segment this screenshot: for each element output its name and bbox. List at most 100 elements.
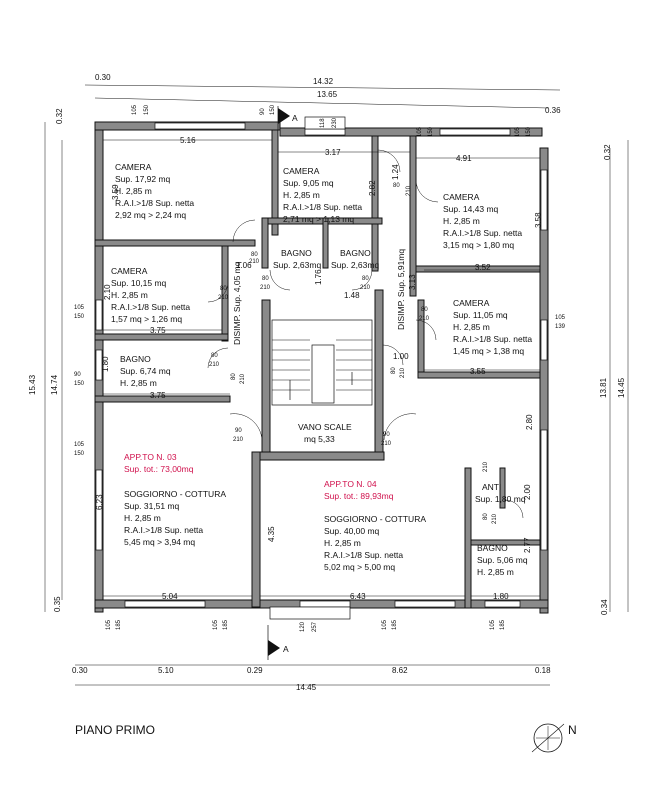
dim-left-outer: 15.43 xyxy=(28,374,37,395)
dim-504: 5.04 xyxy=(162,592,178,601)
room-name: SOGGIORNO - COTTURA xyxy=(324,514,426,524)
dim-left-bottom: 0.35 xyxy=(53,596,62,612)
dim-bot-l: 0.30 xyxy=(72,666,88,675)
room-rai-values: 5,45 mq > 3,94 mq xyxy=(124,537,195,547)
dim-bot-r: 0.18 xyxy=(535,666,551,675)
room-height: H. 2,85 m xyxy=(124,513,161,523)
wall-int-8 xyxy=(415,265,541,273)
room-height: H. 2,85 m xyxy=(115,186,152,196)
room-height: H. 2,85 m xyxy=(443,216,480,226)
room-rai-values: 5,02 mq > 5,00 mq xyxy=(324,562,395,572)
door-label: 210 xyxy=(249,259,260,265)
room-area: mq 5,33 xyxy=(304,434,335,444)
opening-label: 120 xyxy=(300,621,306,632)
dim-180: 1.80 xyxy=(101,356,110,372)
room-name: CAMERA xyxy=(115,162,152,172)
dimension-labels: 14.32 13.65 0.30 0.36 0.32 0.32 5.16 3.1… xyxy=(28,73,626,692)
outer-wall-east xyxy=(539,147,549,614)
section-markers: A A xyxy=(267,106,298,660)
room-name: CAMERA xyxy=(111,266,148,276)
room-name: CAMERA xyxy=(453,298,490,308)
room-camera-1: CAMERA Sup. 17,92 mq H. 2,85 m R.A.I.>1/… xyxy=(115,162,194,220)
room-rai: R.A.I.>1/8 Sup. netta xyxy=(324,550,403,560)
opening-label: 105 xyxy=(106,619,112,630)
room-area: Sup. 11,05 mq xyxy=(453,310,508,320)
opening-label: 105 xyxy=(132,104,138,115)
apartment-04-label: APP.TO N. 04 Sup. tot.: 89,93mq xyxy=(324,479,394,501)
opening-label: 105 xyxy=(515,126,521,137)
door-label: 80 xyxy=(211,353,218,359)
opening-label: 185 xyxy=(223,619,229,630)
door-label: 80 xyxy=(483,513,489,520)
door-label: 210 xyxy=(419,316,430,322)
dim-top-r2: 0.32 xyxy=(603,144,612,160)
wall-int-13 xyxy=(417,371,541,379)
door-label: 80 xyxy=(421,307,428,313)
room-rai: R.A.I.>1/8 Sup. netta xyxy=(115,198,194,208)
dim-right-outer: 14.45 xyxy=(617,377,626,398)
apartment-title: APP.TO N. 04 xyxy=(324,479,377,489)
door-label: 210 xyxy=(233,437,244,443)
dim-176: 1.76 xyxy=(314,269,323,285)
door-label: 90 xyxy=(383,432,390,438)
room-name: SOGGIORNO - COTTURA xyxy=(124,489,226,499)
dim-359: 3.59 xyxy=(111,184,120,200)
room-area: Sup. 2,63mq xyxy=(273,260,321,270)
room-name: CAMERA xyxy=(283,166,320,176)
door-swings xyxy=(207,149,524,519)
room-camera-4: CAMERA Sup. 10,15 mq H. 2,85 m R.A.I.>1/… xyxy=(111,266,190,324)
opening-label: 105 xyxy=(417,126,423,137)
dim-right-inner: 13.81 xyxy=(599,377,608,398)
room-rai: R.A.I.>1/8 Sup. netta xyxy=(443,228,522,238)
door-label: 210 xyxy=(218,295,229,301)
door-label: 80 xyxy=(251,252,258,258)
wall-int-2 xyxy=(371,135,379,272)
plan-title: PIANO PRIMO xyxy=(75,723,155,737)
section-arrow-top-icon xyxy=(278,108,290,124)
wall-int-6 xyxy=(261,217,269,269)
dim-435: 4.35 xyxy=(267,526,276,542)
section-arrow-bottom-icon xyxy=(268,640,280,656)
door-label: 80 xyxy=(391,367,397,374)
opening-label: 139 xyxy=(555,324,566,330)
dim-277: 2.77 xyxy=(523,537,532,553)
dim-282: 2.82 xyxy=(368,180,377,196)
dim-623: 6.23 xyxy=(95,494,104,510)
opening-label: 105 xyxy=(490,619,496,630)
room-camera-3: CAMERA Sup. 14,43 mq H. 2,85 m R.A.I.>1/… xyxy=(443,192,522,250)
wall-int-16 xyxy=(464,467,472,609)
dim-top-right: 0.36 xyxy=(545,106,561,115)
dim-top-inner: 13.65 xyxy=(317,90,338,99)
dim-top-left: 0.30 xyxy=(95,73,111,82)
dim-left-inner: 14.74 xyxy=(50,374,59,395)
wall-stair-west xyxy=(261,299,271,453)
dim-210v: 2.10 xyxy=(103,284,112,300)
door-label: 210 xyxy=(360,285,371,291)
opening-labels: 105 150 90 150 118 230 105 150 105 150 1… xyxy=(74,104,566,632)
dim-317: 3.17 xyxy=(325,148,341,157)
room-bagno-4: BAGNO Sup. 5,06 mq H. 2,85 m xyxy=(477,543,528,577)
room-area: Sup. 1,80 mq xyxy=(475,494,526,504)
room-area: Sup. 40,00 mq xyxy=(324,526,380,536)
dim-352: 3.52 xyxy=(475,263,491,272)
wall-int-3 xyxy=(409,135,417,297)
room-area: Sup. 31,51 mq xyxy=(124,501,180,511)
dim-106: 1.06 xyxy=(236,261,252,270)
wall-int-7 xyxy=(322,217,329,269)
wall-int-18 xyxy=(470,539,541,546)
wall-int-4 xyxy=(94,239,256,247)
dim-516: 5.16 xyxy=(180,136,196,145)
room-name: BAGNO xyxy=(477,543,508,553)
room-camera-2: CAMERA Sup. 9,05 mq H. 2,85 m R.A.I.>1/8… xyxy=(283,166,362,224)
wall-int-9 xyxy=(221,245,229,342)
room-area: Sup. 5,06 mq xyxy=(477,555,528,565)
room-area: Sup. 2,63mq xyxy=(331,260,379,270)
section-label-top: A xyxy=(292,113,298,123)
dim-358: 3.58 xyxy=(534,212,543,228)
dim-148: 1.48 xyxy=(344,291,360,300)
wall-int-15 xyxy=(251,451,261,608)
room-name: BAGNO xyxy=(340,248,371,258)
door-label: 80 xyxy=(362,276,369,282)
room-rai: R.A.I.>1/8 Sup. netta xyxy=(453,334,532,344)
room-soggiorno-1: SOGGIORNO - COTTURA Sup. 31,51 mq H. 2,8… xyxy=(124,489,226,547)
